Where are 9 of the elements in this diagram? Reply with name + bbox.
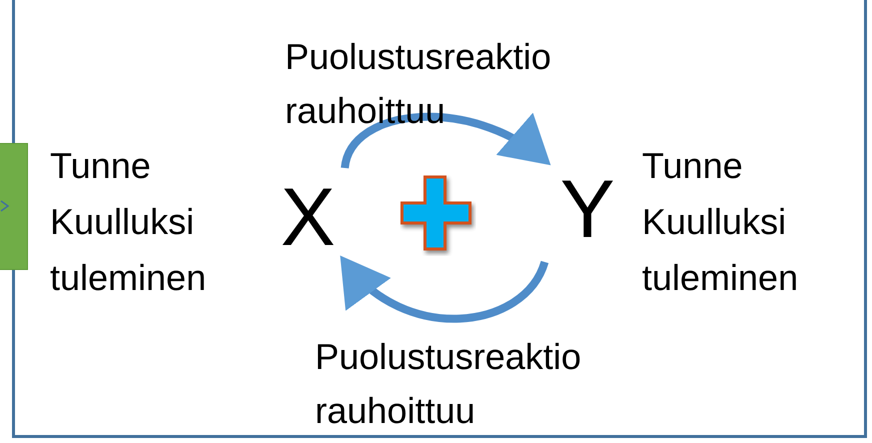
curved-arrow xyxy=(340,113,552,169)
node-text: Tunne Kuulluksi tuleminen xyxy=(642,138,870,308)
node-text: Tunne Kuulluksi tuleminen xyxy=(50,138,265,308)
curved-arrow xyxy=(340,256,548,323)
variable-label: X xyxy=(268,168,348,262)
variable-label: Y xyxy=(540,160,635,262)
edge-label: Puolustusreaktio rauhoittuu xyxy=(285,35,552,133)
edge-label: Puolustusreaktio rauhoittuu xyxy=(315,335,582,433)
side-box xyxy=(0,143,28,270)
